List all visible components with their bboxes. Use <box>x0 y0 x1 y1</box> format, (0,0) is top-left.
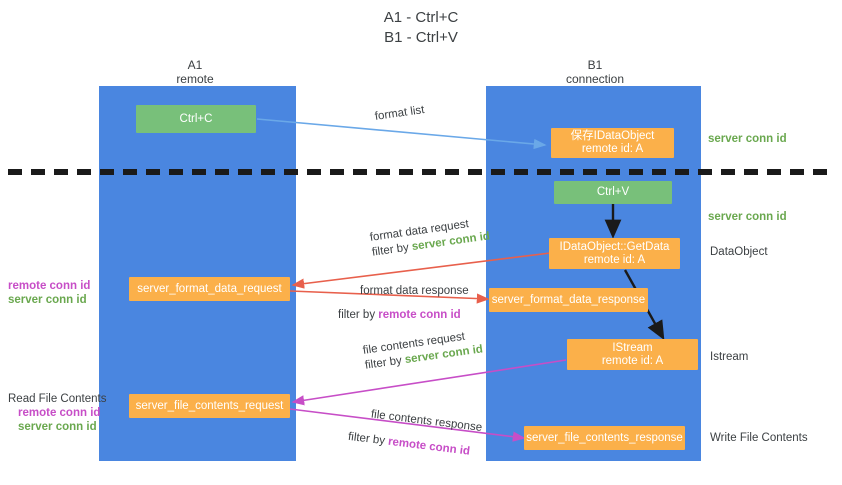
right-label-server-conn-id-top: server conn id <box>708 133 787 145</box>
node-getdata-line1: IDataObject::GetData <box>559 240 670 253</box>
node-save-idataobject-line1: 保存IDataObject <box>570 130 655 142</box>
edge-label-format-list: format list <box>374 104 426 123</box>
column-header-b1: B1 connection <box>535 58 655 86</box>
node-ctrl-c[interactable]: Ctrl+C <box>136 105 256 133</box>
right-label-server-conn-id-mid: server conn id <box>708 211 787 223</box>
filter-prefix: filter by <box>364 354 406 372</box>
title-line-1: A1 - Ctrl+C <box>383 9 459 26</box>
column-a1-sub: remote <box>176 72 214 86</box>
title-line-2: B1 - Ctrl+V <box>384 29 458 46</box>
filter-prefix: filter by <box>347 430 389 448</box>
node-server-format-data-response[interactable]: server_format_data_response <box>489 288 648 312</box>
node-istream[interactable]: IStream remote id: A <box>567 339 698 370</box>
left-note-file-server: server conn id <box>18 421 97 433</box>
node-save-idataobject-line2: remote id: A <box>581 143 644 155</box>
edge-label-format-data-response-text: format data response <box>360 285 469 297</box>
filter-prefix: filter by <box>371 241 413 259</box>
edge-label-format-data-response: format data response filter by remote co… <box>338 284 469 323</box>
right-label-dataobject: DataObject <box>710 246 768 258</box>
node-server-file-contents-response-label: server_file_contents_response <box>526 431 683 444</box>
diagram-title: A1 - Ctrl+C B1 - Ctrl+V <box>0 8 842 48</box>
node-server-format-data-response-label: server_format_data_response <box>491 293 646 306</box>
edge-label-file-contents-request: file contents request filter by server c… <box>362 327 484 373</box>
edge-label-format-data-request: format data request filter by server con… <box>369 214 491 260</box>
node-server-format-data-request-label: server_format_data_request <box>137 282 282 295</box>
node-server-file-contents-response[interactable]: server_file_contents_response <box>524 426 685 450</box>
filter-key-remote-conn-id: remote conn id <box>387 435 471 458</box>
node-ctrl-v-label: Ctrl+V <box>596 186 630 198</box>
node-istream-line1: IStream <box>612 341 653 354</box>
left-note-read-file-contents: Read File Contents <box>8 393 107 405</box>
node-ctrl-v[interactable]: Ctrl+V <box>554 181 672 204</box>
node-server-file-contents-request[interactable]: server_file_contents_request <box>129 394 290 418</box>
filter-prefix: filter by <box>338 309 379 321</box>
filter-key-remote-conn-id: remote conn id <box>378 309 461 321</box>
left-note-format-remote: remote conn id <box>8 280 91 292</box>
node-ctrl-c-label: Ctrl+C <box>179 112 213 125</box>
node-save-idataobject[interactable]: 保存IDataObject remote id: A <box>551 128 674 158</box>
column-a1-name: A1 <box>187 58 203 72</box>
column-b1-name: B1 <box>587 58 603 72</box>
node-idataobject-getdata[interactable]: IDataObject::GetData remote id: A <box>549 238 680 269</box>
left-note-format-conn-ids: remote conn id server conn id <box>8 279 90 307</box>
column-b1-sub: connection <box>565 72 625 86</box>
left-note-file-remote: remote conn id <box>18 407 101 419</box>
node-getdata-line2: remote id: A <box>583 253 646 266</box>
edge-label-format-data-response-filter: filter by remote conn id <box>338 299 469 323</box>
edge-label-file-contents-response: file contents response filter by remote … <box>347 405 483 461</box>
right-label-write-file-contents: Write File Contents <box>710 432 808 444</box>
node-server-format-data-request[interactable]: server_format_data_request <box>129 277 290 301</box>
column-header-a1: A1 remote <box>140 58 250 86</box>
left-note-format-server: server conn id <box>8 294 87 306</box>
left-note-file-conn-ids: Read File Contents remote conn id server… <box>8 392 106 434</box>
node-server-file-contents-request-label: server_file_contents_request <box>135 399 284 412</box>
right-label-istream: Istream <box>710 351 749 363</box>
node-istream-line2: remote id: A <box>601 354 664 367</box>
